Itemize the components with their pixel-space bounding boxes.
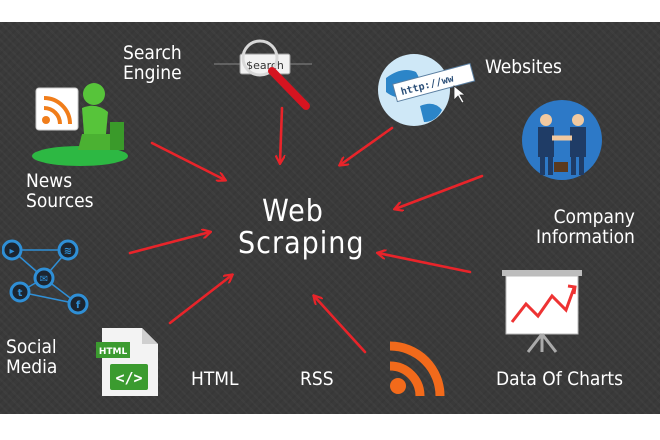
chart-board-icon — [500, 266, 588, 354]
label-websites: Websites — [485, 56, 562, 78]
label-social-media: Social Media — [6, 336, 58, 378]
rss-reader-icon — [24, 72, 136, 172]
label-data-of-charts: Data Of Charts — [496, 368, 624, 390]
globe-icon: http://ww — [372, 48, 482, 132]
arrow-websites — [340, 126, 394, 165]
label-search-engine: Search Engine — [123, 42, 182, 84]
business-handshake-icon — [510, 98, 616, 184]
html-file-tag: HTML — [99, 347, 128, 357]
arrow-social — [128, 232, 210, 255]
arrow-company — [395, 174, 484, 209]
svg-text:≋: ≋ — [64, 246, 72, 257]
arrow-rss — [314, 296, 367, 354]
svg-text:✉: ✉ — [40, 274, 48, 285]
center-title: Web Scraping — [238, 194, 365, 261]
social-network-icon: ▸ ≋ ✉ t f — [1, 236, 106, 322]
arrow-charts — [378, 253, 472, 274]
search-icon: $earch — [212, 36, 332, 121]
label-company-information: Company Information — [536, 206, 635, 248]
rss-icon — [386, 340, 456, 400]
svg-text:f: f — [76, 300, 81, 311]
arrow-html — [168, 275, 232, 325]
svg-text:t: t — [18, 288, 23, 299]
arrow-search — [280, 106, 282, 163]
label-rss: RSS — [300, 368, 334, 390]
label-html: HTML — [191, 368, 239, 390]
label-news-sources: News Sources — [26, 170, 94, 212]
svg-text:▸: ▸ — [9, 246, 14, 257]
html-file-code: </> — [115, 369, 142, 387]
html-file-icon: HTML </> — [96, 326, 164, 398]
arrow-news — [150, 141, 225, 180]
